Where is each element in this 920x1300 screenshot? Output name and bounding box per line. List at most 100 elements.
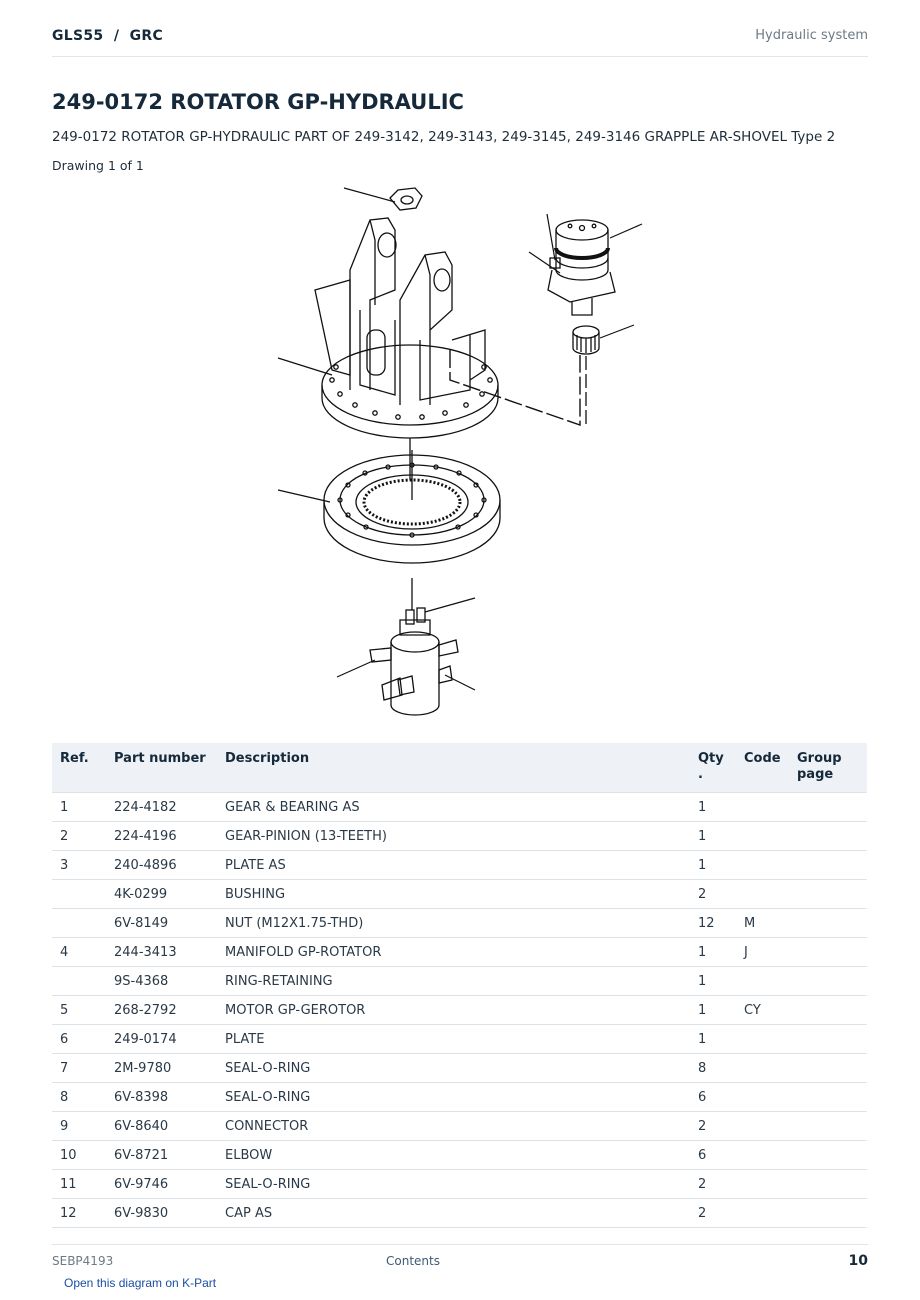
cell-part-number[interactable]: 2M-9780 xyxy=(106,1053,217,1083)
cell-group-page xyxy=(789,1024,867,1054)
cell-ref: 2 xyxy=(52,821,106,851)
cell-group-page xyxy=(789,1198,867,1228)
cell-group-page xyxy=(789,879,867,909)
cell-ref: 9 xyxy=(52,1111,106,1141)
cell-group-page xyxy=(789,1111,867,1141)
cell-part-number[interactable]: 268-2792 xyxy=(106,995,217,1025)
page-header: GLS55 / GRC Hydraulic system xyxy=(52,28,868,57)
cell-description: NUT (M12X1.75-THD) xyxy=(217,908,690,938)
housing-shape xyxy=(314,217,499,439)
cell-description: GEAR-PINION (13-TEETH) xyxy=(217,821,690,851)
contents-link[interactable]: Contents xyxy=(386,1254,440,1268)
cell-description: MANIFOLD GP-ROTATOR xyxy=(217,937,690,967)
gear-bearing-shape xyxy=(323,450,501,610)
cell-part-number[interactable]: 244-3413 xyxy=(106,937,217,967)
cell-ref: 6 xyxy=(52,1024,106,1054)
cell-code xyxy=(736,1140,789,1170)
cell-part-number[interactable]: 6V-9746 xyxy=(106,1169,217,1199)
cell-ref: 7 xyxy=(52,1053,106,1083)
cell-code: CY xyxy=(736,995,789,1025)
cell-part-number[interactable]: 6V-8640 xyxy=(106,1111,217,1141)
rotator-drawing xyxy=(277,187,643,716)
cell-code xyxy=(736,821,789,851)
cell-qty: 1 xyxy=(690,995,736,1025)
cell-description: PLATE xyxy=(217,1024,690,1054)
cell-group-page xyxy=(789,966,867,996)
cell-ref xyxy=(52,908,106,938)
cell-ref: 8 xyxy=(52,1082,106,1112)
pinion-gear-shape xyxy=(572,325,600,425)
cell-ref: 1 xyxy=(52,792,106,822)
cell-qty: 1 xyxy=(690,937,736,967)
cell-group-page xyxy=(789,1082,867,1112)
cell-group-page xyxy=(789,995,867,1025)
header-description: Description xyxy=(217,743,690,793)
manifold-shape xyxy=(369,607,459,716)
cell-description: RING-RETAINING xyxy=(217,966,690,996)
cell-description: PLATE AS xyxy=(217,850,690,880)
cell-part-number[interactable]: 6V-8721 xyxy=(106,1140,217,1170)
cell-ref xyxy=(52,879,106,909)
cell-qty: 1 xyxy=(690,1024,736,1054)
cell-code xyxy=(736,792,789,822)
cell-part-number[interactable]: 4K-0299 xyxy=(106,879,217,909)
cell-group-page xyxy=(789,821,867,851)
header-group-page: Group page xyxy=(789,743,867,793)
page-number: 10 xyxy=(848,1253,868,1269)
cell-code xyxy=(736,879,789,909)
cell-part-number[interactable]: 9S-4368 xyxy=(106,966,217,996)
page-footer: SEBP4193 Contents 10 xyxy=(52,1244,868,1275)
cell-ref xyxy=(52,966,106,996)
page-subtitle: 249-0172 ROTATOR GP-HYDRAULIC PART OF 24… xyxy=(52,129,836,145)
callout-lines xyxy=(277,187,643,691)
cell-qty: 1 xyxy=(690,792,736,822)
exploded-parts-diagram[interactable] xyxy=(270,180,650,720)
cell-qty: 6 xyxy=(690,1082,736,1112)
cell-code xyxy=(736,1024,789,1054)
cell-description: SEAL-O-RING xyxy=(217,1053,690,1083)
cell-qty: 2 xyxy=(690,1111,736,1141)
cell-qty: 1 xyxy=(690,821,736,851)
cell-qty: 8 xyxy=(690,1053,736,1083)
cell-part-number[interactable]: 224-4196 xyxy=(106,821,217,851)
cell-part-number[interactable]: 6V-8149 xyxy=(106,908,217,938)
cell-code xyxy=(736,1111,789,1141)
cell-ref: 10 xyxy=(52,1140,106,1170)
cell-description: CAP AS xyxy=(217,1198,690,1228)
document-number: SEBP4193 xyxy=(52,1254,114,1268)
cell-part-number[interactable]: 6V-8398 xyxy=(106,1082,217,1112)
cell-qty: 2 xyxy=(690,1169,736,1199)
cell-qty: 1 xyxy=(690,966,736,996)
kpart-link[interactable]: Open this diagram on K-Part xyxy=(64,1276,217,1290)
cell-ref: 12 xyxy=(52,1198,106,1228)
motor-shape xyxy=(547,219,616,316)
cell-part-number[interactable]: 224-4182 xyxy=(106,792,217,822)
cell-qty: 6 xyxy=(690,1140,736,1170)
cell-ref: 3 xyxy=(52,850,106,880)
cell-code xyxy=(736,966,789,996)
cell-part-number[interactable]: 6V-9830 xyxy=(106,1198,217,1228)
cell-group-page xyxy=(789,937,867,967)
cell-description: ELBOW xyxy=(217,1140,690,1170)
cell-group-page xyxy=(789,908,867,938)
cell-qty: 12 xyxy=(690,908,736,938)
header-qty: Qty . xyxy=(690,743,736,793)
cell-ref: 5 xyxy=(52,995,106,1025)
cell-code: J xyxy=(736,937,789,967)
cell-code xyxy=(736,1169,789,1199)
header-ref: Ref. xyxy=(52,743,106,793)
cell-description: SEAL-O-RING xyxy=(217,1169,690,1199)
plate-shape xyxy=(389,187,423,211)
cell-part-number[interactable]: 249-0174 xyxy=(106,1024,217,1054)
section-label: Hydraulic system xyxy=(755,28,868,43)
cell-description: MOTOR GP-GEROTOR xyxy=(217,995,690,1025)
cell-part-number[interactable]: 240-4896 xyxy=(106,850,217,880)
